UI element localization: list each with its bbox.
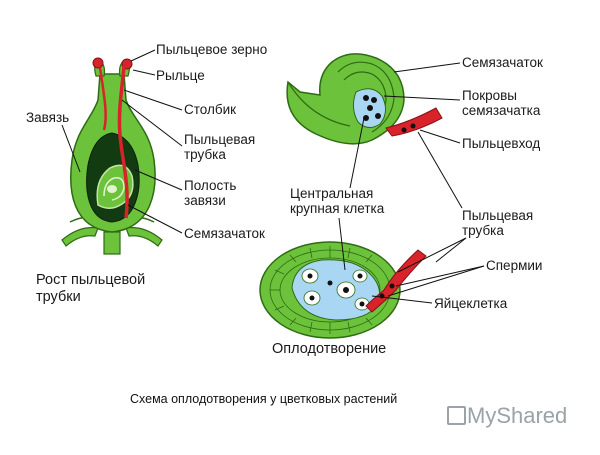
label-integuments: Покровы семязачатка: [462, 88, 541, 118]
label-sperm: Спермии: [486, 258, 543, 273]
label-ovule-left: Семязачаток: [184, 226, 265, 241]
pollen-tube-left: [117, 65, 129, 219]
pollen-tube-top: [385, 107, 443, 137]
label-growth-caption: Рост пыльцевой трубки: [36, 272, 146, 305]
label-fertilization-caption: Оплодотворение: [272, 341, 387, 357]
leader-lines-bottom: [338, 217, 485, 304]
watermark-logo-icon: [447, 406, 466, 425]
label-egg-cell: Яйцеклетка: [434, 296, 508, 311]
leader-lines-left: [61, 49, 183, 234]
pistil-figure: [61, 57, 163, 255]
pollen-grain-left: [92, 57, 104, 69]
label-stigma: Рыльце: [156, 68, 205, 83]
label-micropyle: Пыльцевход: [462, 136, 541, 151]
ovule-top-figure: [286, 53, 443, 145]
label-pollen-grain: Пыльцевое зерно: [156, 42, 268, 57]
label-ovule-right: Семязачаток: [462, 55, 543, 70]
label-central-cell: Центральная крупная клетка: [290, 186, 385, 216]
label-ovary-cavity: Полость завязи: [184, 178, 237, 208]
watermark: MyShared: [467, 403, 568, 428]
label-pollen-tube-right: Пыльцевая трубка: [462, 208, 534, 238]
leader-lines-top: [349, 62, 463, 209]
label-style: Столбик: [184, 102, 237, 117]
figure-caption: Схема оплодотворения у цветковых растени…: [130, 392, 398, 406]
label-pollen-tube-left: Пыльцевая трубка: [184, 132, 256, 162]
label-ovary: Завязь: [26, 110, 70, 125]
